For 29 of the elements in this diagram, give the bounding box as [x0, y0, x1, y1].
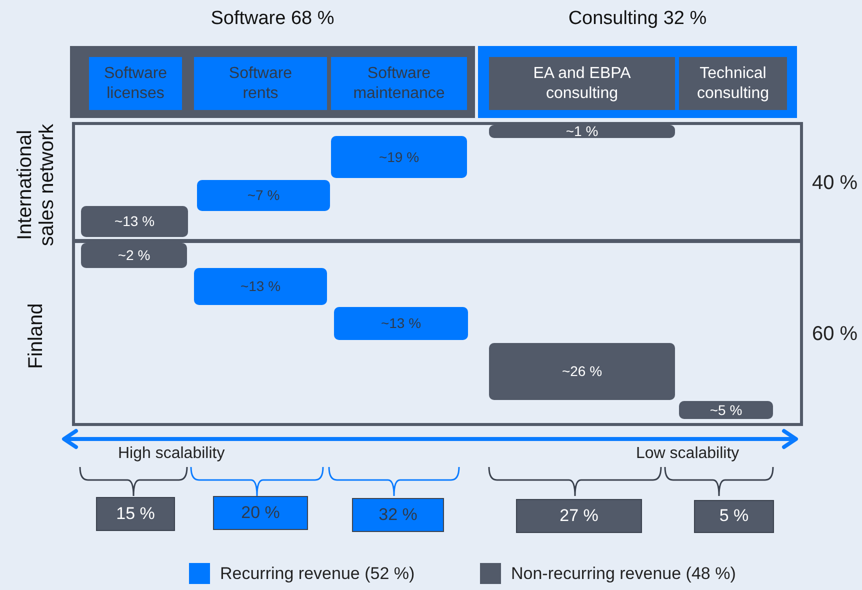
category-box: Software rents — [194, 57, 327, 110]
total-share-box: 20 % — [213, 496, 308, 530]
revenue-share-box: ~26 % — [489, 343, 675, 400]
scalability-label: Low scalability — [636, 445, 740, 463]
revenue-share-box: ~2 % — [81, 243, 187, 268]
category-heading: Consulting 32 % — [567, 8, 708, 31]
category-heading: Software 68 % — [210, 8, 336, 31]
region-share: 60 % — [812, 322, 858, 346]
total-share-box: 32 % — [352, 498, 444, 532]
category-box: Software licenses — [89, 57, 182, 110]
legend-label: Non-recurring revenue (48 %) — [511, 564, 736, 584]
region-label: Finland — [24, 302, 48, 371]
category-box: Software maintenance — [331, 57, 467, 110]
revenue-share-box: ~7 % — [197, 180, 330, 211]
category-box: EA and EBPA consulting — [489, 57, 675, 110]
revenue-share-box: ~13 % — [194, 268, 327, 305]
region-label: International sales network — [13, 122, 59, 248]
total-share-box: 27 % — [516, 499, 642, 533]
revenue-share-box: ~1 % — [489, 125, 675, 138]
revenue-share-box: ~5 % — [679, 401, 773, 419]
revenue-share-box: ~19 % — [331, 136, 467, 178]
legend-label: Recurring revenue (52 %) — [220, 564, 415, 584]
revenue-share-box: ~13 % — [334, 307, 468, 340]
total-share-box: 5 % — [694, 500, 774, 533]
region-share: 40 % — [812, 171, 858, 195]
revenue-share-box: ~13 % — [81, 206, 188, 237]
scalability-label: High scalability — [118, 445, 225, 463]
total-share-box: 15 % — [96, 497, 175, 531]
category-box: Technical consulting — [679, 57, 787, 110]
